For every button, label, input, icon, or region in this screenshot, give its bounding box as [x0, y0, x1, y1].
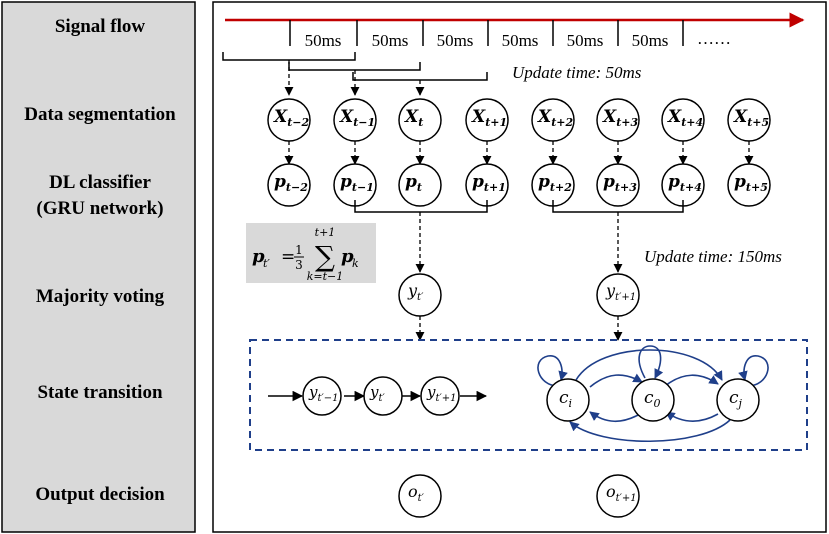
- svg-text:k: k: [352, 257, 359, 270]
- segment-ellipsis: ……: [697, 29, 731, 48]
- svg-text:t+1: t+1: [315, 226, 336, 239]
- data-node: Xt: [398, 98, 442, 142]
- svg-text:Xt+1: Xt+1: [471, 107, 507, 129]
- formula-box: [246, 223, 376, 283]
- update-time-short: Update time: 50ms: [512, 63, 642, 82]
- svg-text:Xt+3: Xt+3: [602, 107, 639, 129]
- vote-node: yt′+1: [596, 273, 640, 317]
- svg-text:yt′: yt′: [369, 383, 386, 404]
- data-node: Xt+5: [727, 98, 771, 142]
- svg-text:ot′+1: ot′+1: [606, 482, 637, 504]
- svg-text:t′: t′: [263, 257, 270, 270]
- svg-text:yt′+1: yt′+1: [426, 383, 457, 404]
- segment-label: 50ms: [372, 31, 409, 50]
- data-node: Xt−2: [267, 98, 311, 142]
- window-bracket: [352, 72, 488, 81]
- window-bracket: [222, 52, 356, 61]
- svg-text:pt+1: pt+1: [472, 172, 506, 194]
- averaging-formula: p t′ = 1 3 t+1 ∑ k=t−1 p k: [252, 226, 359, 283]
- svg-text:Xt+2: Xt+2: [537, 107, 574, 129]
- svg-text:pt−2: pt−2: [274, 172, 308, 194]
- sequence-node: yt′: [363, 376, 403, 416]
- svg-text:=: =: [281, 247, 295, 267]
- label-dl-classifier: DL classifier: [49, 172, 151, 193]
- svg-text:pt+4: pt+4: [668, 172, 702, 194]
- majority-voting-row: yt′ yt′+1: [398, 273, 640, 317]
- segment-label: 50ms: [305, 31, 342, 50]
- svg-text:Xt+5: Xt+5: [733, 107, 769, 129]
- svg-text:Xt−2: Xt−2: [273, 107, 310, 129]
- segment-label: 50ms: [437, 31, 474, 50]
- output-row: ot′ ot′+1: [398, 474, 640, 518]
- state-machine-arrows: [537, 345, 769, 443]
- svg-text:pt+3: pt+3: [603, 172, 637, 194]
- classifier-node: pt+4: [661, 163, 705, 207]
- classifier-node: pt−2: [267, 163, 311, 207]
- sequence-node: yt′+1: [420, 376, 460, 416]
- vote-node: yt′: [398, 273, 442, 317]
- svg-text:3: 3: [295, 258, 303, 272]
- classifier-node: pt+1: [465, 163, 509, 207]
- label-gru-network: (GRU network): [36, 198, 163, 219]
- label-output-decision: Output decision: [35, 484, 165, 505]
- data-node: Xt+1: [465, 98, 509, 142]
- data-node: Xt+4: [661, 98, 705, 142]
- svg-text:yt′−1: yt′−1: [308, 383, 339, 404]
- svg-text:k=t−1: k=t−1: [307, 270, 344, 283]
- sequence-row: yt′−1 yt′ yt′+1: [302, 376, 460, 416]
- state-node: ci: [546, 378, 590, 422]
- main-frame: [212, 1, 827, 533]
- state-node: c0: [631, 378, 675, 422]
- svg-text:yt′+1: yt′+1: [605, 281, 636, 303]
- label-state-transition: State transition: [37, 382, 163, 403]
- classifier-node: pt−1: [333, 163, 377, 207]
- classifier-row: pt−2 pt−1 pt pt+1 pt+2 pt+3 pt+4 pt+5: [267, 141, 771, 207]
- segment-label: 50ms: [502, 31, 539, 50]
- svg-text:ot′: ot′: [408, 482, 425, 504]
- svg-text:∑: ∑: [315, 240, 335, 273]
- classifier-node: pt+5: [727, 163, 771, 207]
- svg-text:pt+2: pt+2: [538, 172, 572, 194]
- segment-label: 50ms: [567, 31, 604, 50]
- svg-text:pt: pt: [405, 172, 422, 194]
- data-node: Xt−1: [333, 98, 377, 142]
- svg-text:yt′: yt′: [407, 281, 424, 303]
- data-node: Xt+3: [596, 98, 640, 142]
- sequence-node: yt′−1: [302, 376, 342, 416]
- state-transition-box: [249, 339, 808, 451]
- state-node: cj: [716, 378, 760, 422]
- data-segmentation-row: Xt−2 Xt−1 Xt Xt+1 Xt+2 Xt+3 Xt+4 Xt+5: [267, 98, 771, 142]
- signal-ticks: [289, 20, 684, 46]
- classifier-node: pt: [398, 163, 442, 207]
- classifier-node: pt+2: [531, 163, 575, 207]
- label-panel: [1, 1, 196, 533]
- svg-text:pt+5: pt+5: [734, 172, 768, 194]
- state-row: ci c0 cj: [546, 378, 760, 422]
- svg-text:1: 1: [295, 243, 303, 257]
- output-node: ot′: [398, 474, 442, 518]
- output-node: ot′+1: [596, 474, 640, 518]
- svg-text:p: p: [341, 246, 354, 267]
- label-majority-voting: Majority voting: [36, 286, 165, 307]
- svg-text:cj: cj: [729, 388, 743, 410]
- svg-text:Xt−1: Xt−1: [339, 107, 375, 129]
- svg-text:ci: ci: [559, 388, 572, 410]
- window-bracket: [288, 62, 421, 71]
- svg-text:Xt+4: Xt+4: [667, 107, 703, 129]
- vote-bracket: [354, 200, 488, 213]
- svg-text:pt−1: pt−1: [340, 172, 374, 194]
- svg-text:c0: c0: [644, 388, 661, 410]
- classifier-node: pt+3: [596, 163, 640, 207]
- svg-text:Xt: Xt: [404, 107, 423, 129]
- svg-text:p: p: [252, 246, 265, 267]
- segment-label: 50ms: [632, 31, 669, 50]
- data-node: Xt+2: [531, 98, 575, 142]
- label-data-segmentation: Data segmentation: [24, 104, 176, 125]
- update-time-long: Update time: 150ms: [644, 247, 782, 266]
- label-signal-flow: Signal flow: [55, 16, 146, 37]
